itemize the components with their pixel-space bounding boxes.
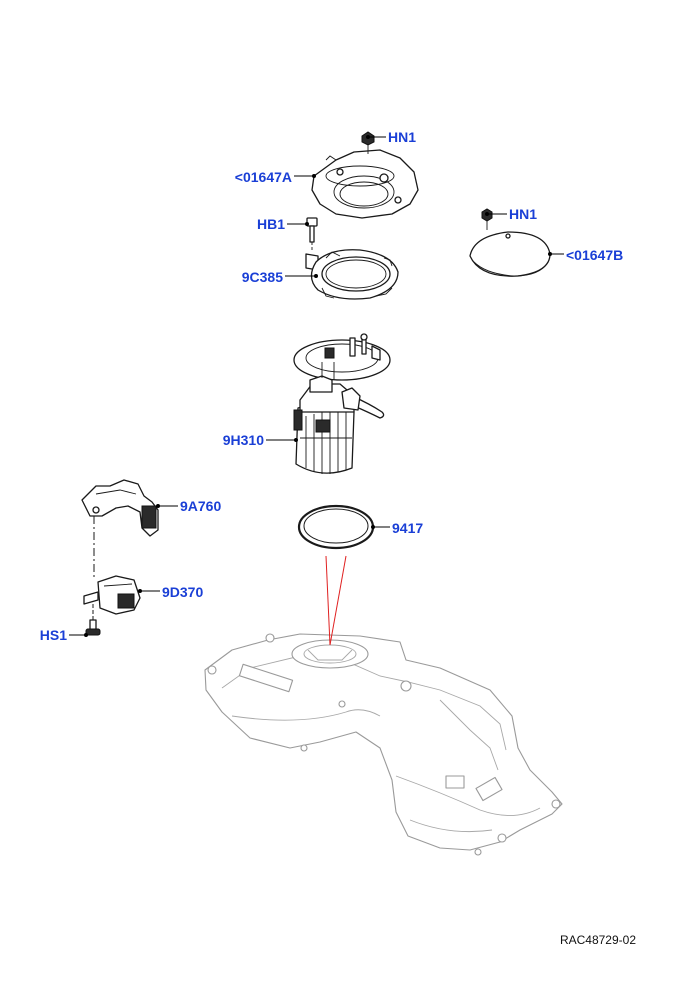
callout-hb1: HB1: [257, 216, 285, 232]
hs1-screw: [85, 604, 101, 636]
callout-seal: 9417: [392, 520, 423, 536]
callout-hs1: HS1: [40, 627, 67, 643]
callout-ring-cover-a: <01647A: [235, 169, 292, 185]
seal-ring: [297, 504, 375, 550]
callout-locking-ring: 9C385: [242, 269, 283, 285]
ring-cover-b: [469, 231, 551, 277]
fuel-tank: [204, 633, 563, 856]
assembly-guide-lines: [325, 555, 347, 646]
callout-ring-cover-b: <01647B: [566, 247, 623, 263]
hb1-bolt: [306, 217, 318, 250]
locking-ring: [305, 249, 399, 300]
guide-line-left: [325, 555, 331, 646]
guide-line-right: [329, 555, 347, 646]
callout-hn1-right: HN1: [509, 206, 537, 222]
sensor-module: [83, 575, 141, 615]
fuel-pump-module: [293, 333, 391, 474]
reference-code: RAC48729-02: [560, 933, 636, 947]
callout-fuel-pump-module: 9H310: [223, 432, 264, 448]
ring-cover-a: [311, 149, 419, 219]
leader-lines: [69, 135, 564, 637]
callout-sensor-module: 9D370: [162, 584, 203, 600]
callouts: HN1 <01647A HB1 9C385 HN1 <01647B 9H310 …: [40, 129, 623, 643]
callout-bracket: 9A760: [180, 498, 221, 514]
bracket: [81, 479, 159, 580]
callout-hn1-top: HN1: [388, 129, 416, 145]
